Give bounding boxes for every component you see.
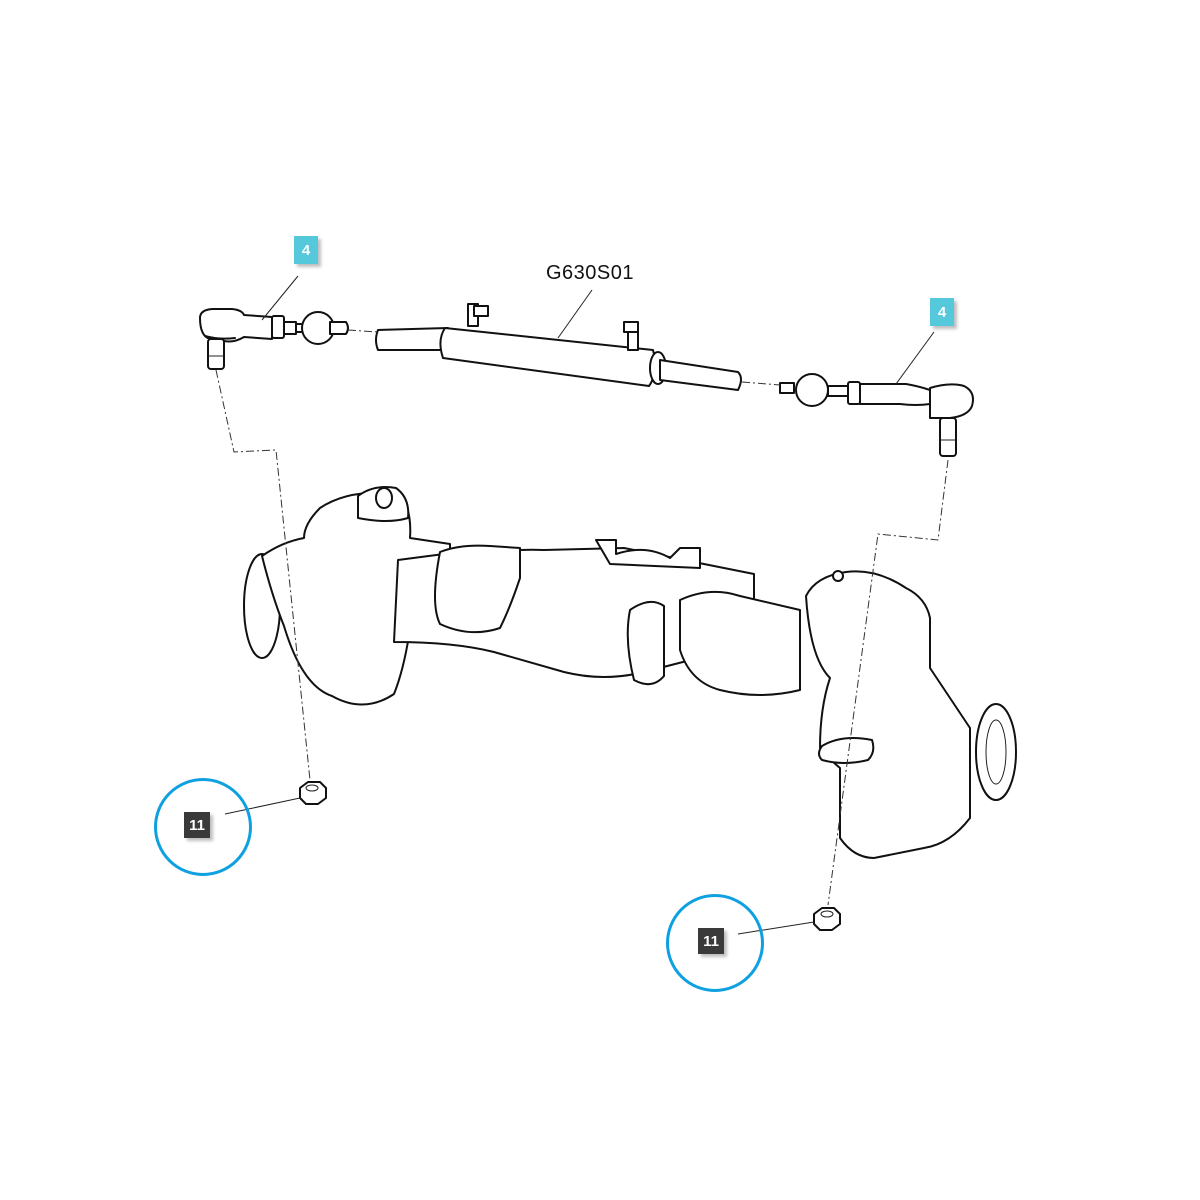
front-axle-housing <box>243 486 1017 859</box>
callout-11-left[interactable]: 11 <box>184 812 210 838</box>
castle-nut-right[interactable] <box>813 907 841 931</box>
tie-rod-end-left[interactable] <box>199 308 349 370</box>
callout-11-right[interactable]: 11 <box>698 928 724 954</box>
highlight-ring-right <box>666 894 764 992</box>
steering-cylinder[interactable] <box>375 303 742 391</box>
castle-nut-left[interactable] <box>299 781 327 805</box>
highlight-ring-left <box>154 778 252 876</box>
tie-rod-end-right[interactable] <box>779 373 974 457</box>
assembly-centerlines <box>215 329 949 906</box>
callout-4-right[interactable]: 4 <box>930 298 954 326</box>
cylinder-part-code: G630S01 <box>546 262 635 284</box>
callout-4-left[interactable]: 4 <box>294 236 318 264</box>
